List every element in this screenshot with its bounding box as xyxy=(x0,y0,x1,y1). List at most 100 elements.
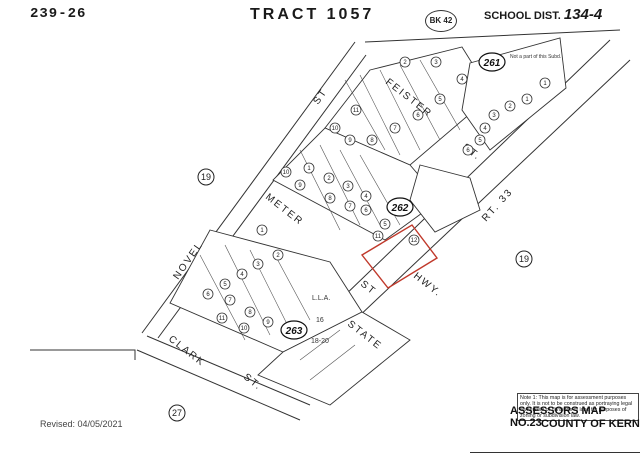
school-number: 134-4 xyxy=(563,6,603,23)
lot-number-marker: 10 xyxy=(238,322,250,334)
rt33-label: RT. 33 xyxy=(480,186,515,224)
lot-circle xyxy=(389,122,401,134)
lot-number: 1 xyxy=(525,97,529,103)
not-part-label: Not a part of this Subd. xyxy=(510,54,561,60)
parcel-19-west: 19 xyxy=(197,168,215,186)
block-263-marker: 263 xyxy=(280,320,308,340)
block-261-marker: 261 xyxy=(478,52,506,72)
lot-number-marker: 6 xyxy=(462,144,474,156)
lot-number: 11 xyxy=(353,108,360,114)
lot-number-marker: 10 xyxy=(329,122,341,134)
lot-number: 7 xyxy=(393,126,397,132)
lot-circle xyxy=(219,278,231,290)
lot-number: 9 xyxy=(298,183,302,189)
lot-number-marker: 10 xyxy=(280,166,292,178)
lot-number: 3 xyxy=(346,184,350,190)
lot-number-marker: 4 xyxy=(456,73,468,85)
lot-number-marker: 7 xyxy=(389,122,401,134)
lot-number-marker: 6 xyxy=(412,109,424,121)
lot-line xyxy=(339,149,381,226)
lot-number: 6 xyxy=(416,113,420,119)
block-262-label: 262 xyxy=(391,203,409,214)
lot-number: 12 xyxy=(411,238,418,244)
lot-number-marker: 8 xyxy=(324,192,336,204)
lot-circle xyxy=(324,192,336,204)
lot-number: 1 xyxy=(543,81,547,87)
block-261-label: 261 xyxy=(483,58,501,69)
hwy-south-edge xyxy=(354,59,631,321)
lot-line xyxy=(379,69,421,151)
lot-number: 9 xyxy=(348,138,352,144)
lot-number: 2 xyxy=(403,60,407,66)
county-label: COUNTY OF KERN xyxy=(541,418,640,430)
lot-line xyxy=(299,329,341,361)
lot-number: 2 xyxy=(276,253,280,259)
lot-circle xyxy=(360,190,372,202)
lot-number-marker: 2 xyxy=(399,56,411,68)
lot-number-marker: 7 xyxy=(344,200,356,212)
lot-circle xyxy=(323,172,335,184)
lot-number-marker: 5 xyxy=(474,134,486,146)
lot-number-marker: 3 xyxy=(430,56,442,68)
lot-circle xyxy=(252,258,264,270)
lot-number: 4 xyxy=(240,272,244,278)
lot-number: 8 xyxy=(370,138,374,144)
header-school-district: SCHOOL DIST. 134-4 xyxy=(484,6,602,23)
header-tract: TRACT 1057 xyxy=(250,6,375,23)
lot-number: 6 xyxy=(364,208,368,214)
lot-number: 10 xyxy=(283,170,290,176)
lot-number: 4 xyxy=(364,194,368,200)
lot-number-marker: 4 xyxy=(479,122,491,134)
lot-number: 6 xyxy=(466,148,470,154)
lot-circle xyxy=(236,268,248,280)
lot-number: 2 xyxy=(327,176,331,182)
lot-number: 3 xyxy=(492,113,496,119)
lla-labels: L.L.A. 16 18-20 xyxy=(311,295,330,345)
lot-number: 5 xyxy=(383,222,387,228)
parcel-27: 27 xyxy=(168,404,186,422)
lot-line xyxy=(199,254,246,341)
lot-number-marker: 1 xyxy=(256,224,268,236)
top-block xyxy=(324,46,493,166)
lot-circle xyxy=(216,312,228,324)
block-262-marker: 262 xyxy=(386,197,414,217)
lot-circle xyxy=(280,166,292,178)
lot-number: 8 xyxy=(328,196,332,202)
lot-number-marker: 3 xyxy=(252,258,264,270)
lot-number-marker: 4 xyxy=(360,190,372,202)
lot-number-marker: 2 xyxy=(504,100,516,112)
assessors-map-title: ASSESSORS MAP NO.23 xyxy=(510,405,606,429)
lot-number: 1 xyxy=(260,228,264,234)
lla-lot: 16 xyxy=(316,317,324,324)
novel-st-west-edge xyxy=(141,41,356,334)
lot-number-marker: 1 xyxy=(521,93,533,105)
lot-number: 7 xyxy=(228,298,232,304)
lot-number: 6 xyxy=(206,292,210,298)
book-badge: BK 42 xyxy=(425,10,457,32)
lot-circle xyxy=(539,77,551,89)
surround-label: 19 xyxy=(201,172,211,182)
lot-number: 7 xyxy=(348,204,352,210)
lot-circle xyxy=(294,179,306,191)
lot-number-marker: 12 xyxy=(408,234,420,246)
lot-number-marker: 11 xyxy=(216,312,228,324)
lot-number: 4 xyxy=(483,126,487,132)
lot-number: 5 xyxy=(478,138,482,144)
lot-number: 3 xyxy=(256,262,260,268)
surround-label: 27 xyxy=(172,408,182,418)
lot-number-marker: 9 xyxy=(344,134,356,146)
lot-number: 4 xyxy=(460,77,464,83)
lot-number-marker: 9 xyxy=(294,179,306,191)
lot-number-marker: 2 xyxy=(323,172,335,184)
lot-number: 3 xyxy=(434,60,438,66)
lot-circle xyxy=(262,316,274,328)
lot-circle xyxy=(372,230,384,242)
lot-circle xyxy=(244,306,256,318)
blocks xyxy=(169,37,567,406)
lot-circle xyxy=(456,73,468,85)
school-label: SCHOOL DIST. xyxy=(484,10,561,22)
lot-line xyxy=(319,144,361,226)
lot-number: 1 xyxy=(307,166,311,172)
